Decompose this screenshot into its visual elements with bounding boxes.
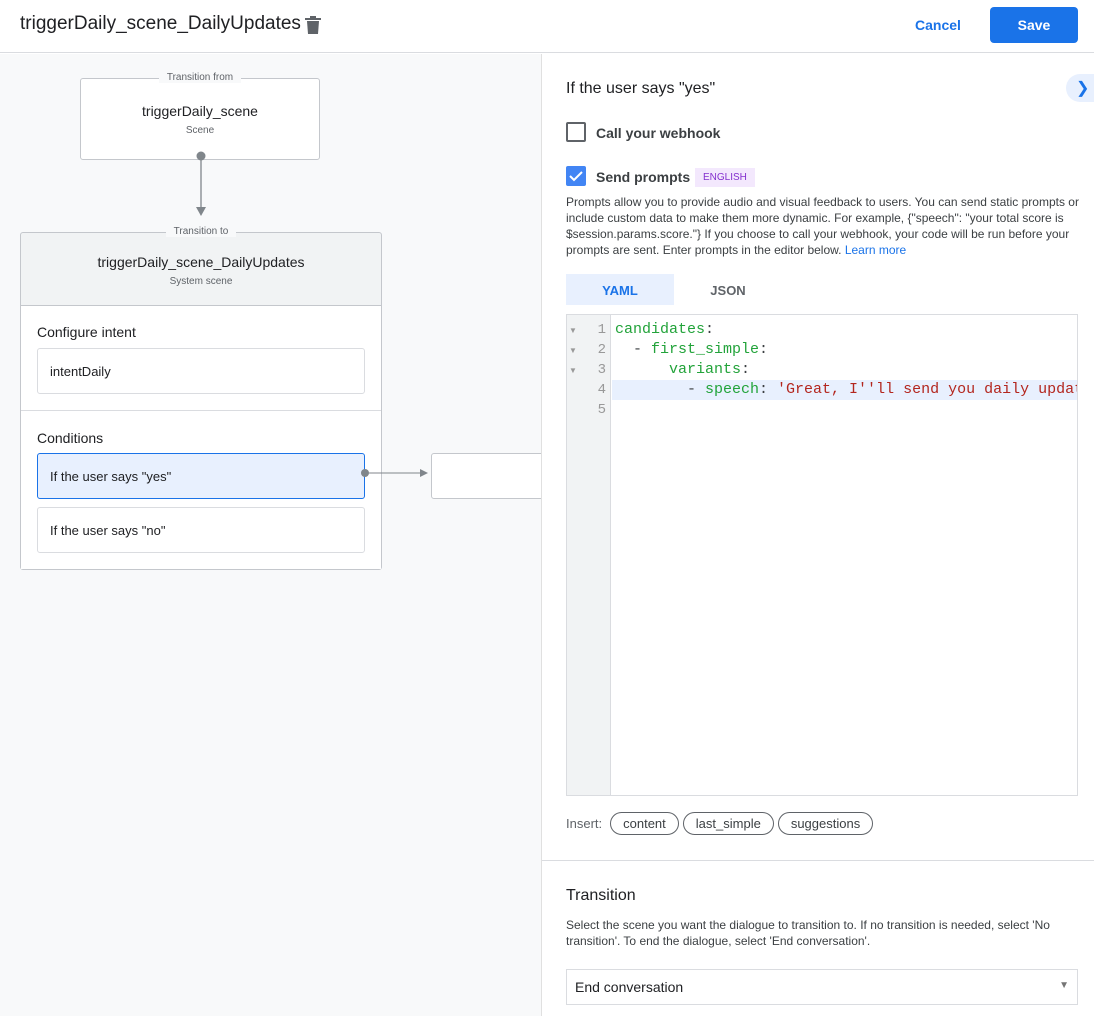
condition-no[interactable]: If the user says "no"	[37, 507, 365, 553]
check-icon	[569, 171, 583, 182]
insert-row: Insert: content last_simple suggestions	[566, 812, 877, 835]
insert-label: Insert:	[566, 816, 603, 831]
transition-heading: Transition	[566, 887, 636, 904]
dropdown-arrow-icon: ▼	[1059, 980, 1069, 991]
transition-to-node: Transition to triggerDaily_scene_DailyUp…	[20, 226, 382, 570]
from-scene-name: triggerDaily_scene	[142, 103, 258, 119]
cancel-button[interactable]: Cancel	[905, 8, 971, 42]
intent-item[interactable]: intentDaily	[37, 348, 365, 394]
configure-intent-heading: Configure intent	[37, 324, 136, 340]
transition-to-label: Transition to	[165, 226, 237, 237]
send-prompts-checkbox[interactable]	[566, 166, 586, 186]
learn-more-link[interactable]: Learn more	[844, 243, 907, 257]
send-prompts-label: Send prompts	[596, 169, 691, 185]
target-node-placeholder[interactable]	[431, 453, 541, 499]
transition-select[interactable]: End conversation ▼	[566, 969, 1078, 1005]
trash-icon[interactable]	[304, 15, 322, 35]
condition-detail-panel: If the user says "yes" ❯ Call your webho…	[542, 54, 1094, 1016]
condition-yes[interactable]: If the user says "yes"	[37, 453, 365, 499]
collapse-panel-button[interactable]: ❯	[1066, 74, 1094, 102]
transition-selected-value: End conversation	[575, 979, 684, 995]
connector-arrow	[196, 151, 206, 216]
insert-content-chip[interactable]: content	[610, 812, 679, 835]
panel-title: If the user says "yes"	[566, 80, 716, 97]
tab-yaml[interactable]: YAML	[566, 274, 674, 305]
insert-last-simple-chip[interactable]: last_simple	[682, 812, 774, 835]
condition-connector	[361, 469, 428, 477]
chevron-right-icon: ❯	[1076, 80, 1090, 97]
transition-from-label: Transition from	[158, 72, 242, 83]
tab-json[interactable]: JSON	[710, 283, 746, 298]
code-content: candidates: - first_simple: variants: - …	[615, 321, 1077, 398]
conditions-heading: Conditions	[37, 430, 104, 446]
prompts-description: Prompts allow you to provide audio and v…	[566, 195, 1079, 257]
to-scene-type: System scene	[169, 276, 233, 287]
language-badge: ENGLISH	[695, 168, 755, 187]
scene-graph-canvas: Transition from triggerDaily_scene Scene…	[0, 54, 542, 1016]
from-scene-type: Scene	[185, 125, 215, 136]
fold-arrow-icon[interactable]: ▼▼▼	[569, 326, 577, 375]
transition-description: Select the scene you want the dialogue t…	[566, 918, 1050, 948]
divider	[542, 860, 1094, 861]
webhook-checkbox[interactable]	[566, 122, 586, 142]
webhook-label: Call your webhook	[596, 125, 721, 141]
header: triggerDaily_scene_DailyUpdates Cancel S…	[0, 0, 1094, 53]
page-title: triggerDaily_scene_DailyUpdates	[20, 13, 301, 34]
save-button[interactable]: Save	[990, 7, 1078, 43]
to-scene-name: triggerDaily_scene_DailyUpdates	[97, 254, 305, 270]
insert-suggestions-chip[interactable]: suggestions	[777, 812, 874, 835]
transition-from-node[interactable]: Transition from triggerDaily_scene Scene	[80, 72, 320, 160]
